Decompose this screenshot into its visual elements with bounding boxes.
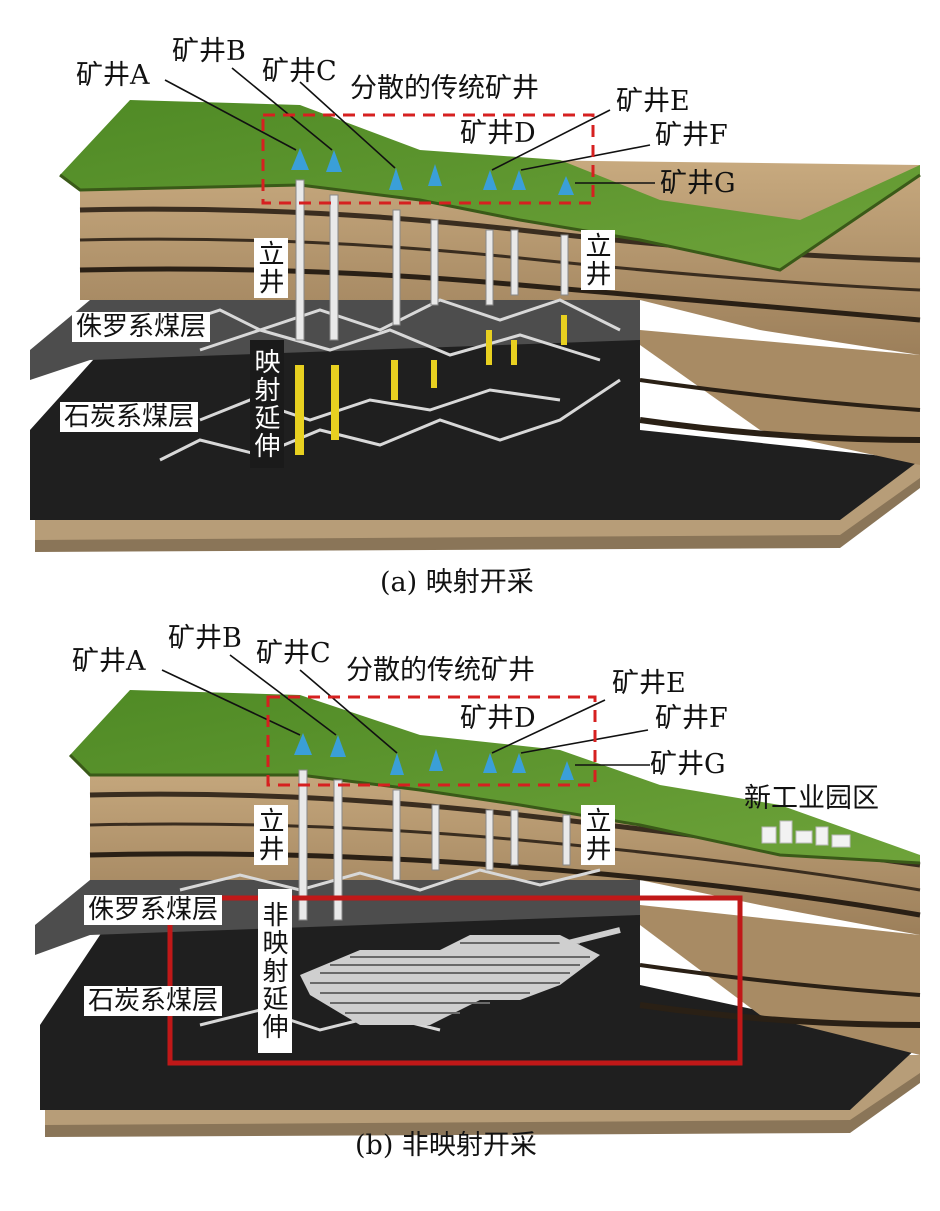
mine-label-a: 矿井A <box>72 646 146 677</box>
mine-label-f: 矿井F <box>655 703 728 734</box>
carboniferous-seam-label: 石炭系煤层 <box>84 986 223 1016</box>
traditional-mines-box <box>266 695 597 787</box>
mine-label-c: 矿井C <box>262 56 337 87</box>
mine-label-c: 矿井C <box>256 638 331 669</box>
mine-label-a: 矿井A <box>76 60 150 91</box>
roadway-network-upper <box>159 298 621 362</box>
mine-label-d: 矿井D <box>460 118 536 149</box>
mapped-extension-label: 映射延伸 <box>250 340 284 468</box>
carboniferous-seam-label: 石炭系煤层 <box>60 402 199 432</box>
white-buildings-icon <box>761 820 851 848</box>
leader-lines <box>161 654 650 766</box>
rock-strata-wall <box>90 755 920 935</box>
jurassic-seam-label: 侏罗系煤层 <box>84 895 223 925</box>
non-mapped-workings <box>300 927 621 1025</box>
mine-label-b: 矿井B <box>168 623 242 654</box>
non-mapping-zone-box <box>167 895 743 1066</box>
jurassic-seam-label: 侏罗系煤层 <box>72 312 211 342</box>
blue-headframe-icon <box>294 733 574 780</box>
mine-label-b: 矿井B <box>172 36 246 67</box>
vertical-shafts <box>295 179 569 341</box>
roadway-network-upper <box>179 868 601 892</box>
shaft-label-left: 立井 <box>254 238 288 298</box>
mine-label-d: 矿井D <box>460 703 536 734</box>
mine-label-g: 矿井G <box>650 749 726 780</box>
non-mapped-extension-label: 非映射延伸 <box>258 889 292 1053</box>
shaft-label-right: 立井 <box>581 230 615 290</box>
mine-label-g: 矿井G <box>660 168 736 199</box>
caption-a: (a) 映射开采 <box>380 567 534 598</box>
traditional-mines-label: 分散的传统矿井 <box>350 73 539 104</box>
mine-label-e: 矿井E <box>612 668 686 699</box>
traditional-mines-box <box>261 113 595 205</box>
panel-b-non-mapping-mining: 矿井A 矿井B 矿井C 矿井D 矿井E 矿井F 矿井G 分散的传统矿井 新工业园… <box>0 605 940 1211</box>
mine-label-e: 矿井E <box>616 86 690 117</box>
blue-headframe-icon <box>291 148 574 195</box>
block-diagram-b <box>35 654 921 1137</box>
mine-label-f: 矿井F <box>655 120 728 151</box>
traditional-mines-label: 分散的传统矿井 <box>346 655 535 686</box>
leader-lines <box>164 67 655 184</box>
industrial-park-label: 新工业园区 <box>744 783 879 814</box>
ground-surface <box>70 690 920 863</box>
shaft-label-right: 立井 <box>581 805 615 865</box>
caption-b: (b) 非映射开采 <box>355 1130 537 1161</box>
mapped-extension-shafts <box>295 315 567 455</box>
shaft-label-left: 立井 <box>254 805 288 865</box>
panel-a-mapping-mining: 矿井A 矿井B 矿井C 矿井D 矿井E 矿井F 矿井G 分散的传统矿井 立井 立… <box>0 0 940 600</box>
block-diagram-a <box>30 67 921 552</box>
vertical-shafts <box>298 769 571 921</box>
